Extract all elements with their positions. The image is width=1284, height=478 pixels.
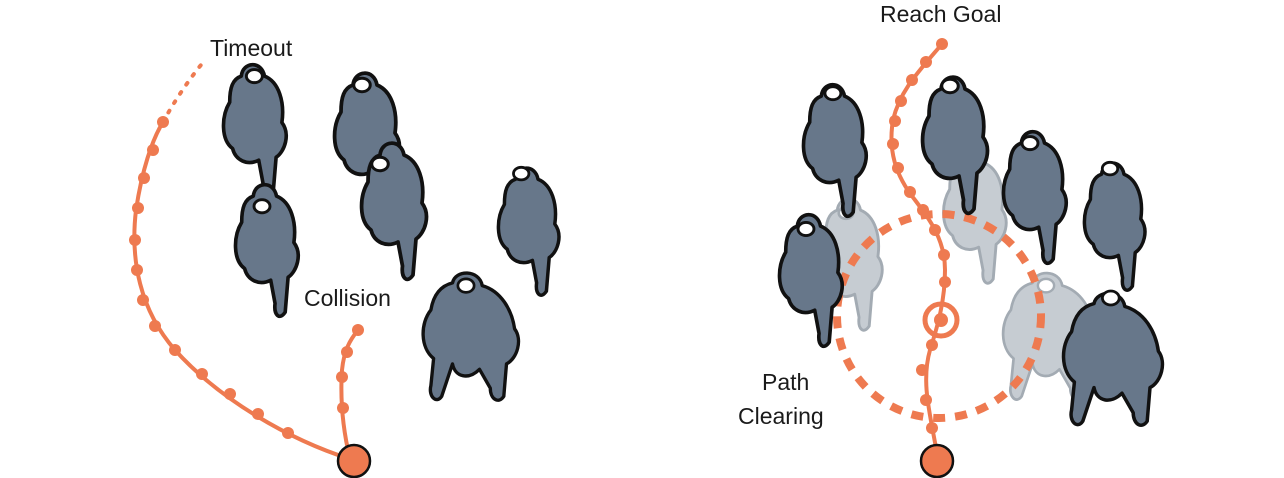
- timeout-waypoints: [129, 116, 294, 439]
- path-clearing-label-line2: Clearing: [738, 403, 824, 429]
- path-clearing-label-line1: Path: [762, 369, 809, 395]
- collision-label: Collision: [304, 285, 391, 311]
- timeout-trajectory-dotted: [161, 58, 207, 124]
- pedestrian: [359, 141, 429, 282]
- left-scene: Timeout Collision: [129, 35, 561, 478]
- left-robot-start: [336, 443, 372, 478]
- timeout-label: Timeout: [210, 35, 293, 61]
- pedestrian: [920, 75, 990, 216]
- reach-goal-label: Reach Goal: [880, 1, 1001, 27]
- right-scene: Reach Goal Path Clearing: [738, 1, 1165, 478]
- pedestrian: [1061, 289, 1165, 427]
- pedestrian-cleared: [1001, 271, 1100, 402]
- pedestrian: [496, 165, 561, 297]
- pedestrian: [777, 212, 845, 349]
- target-marker: [922, 301, 960, 339]
- pedestrian: [332, 71, 402, 212]
- timeout-trajectory: [132, 120, 352, 461]
- right-robot-start: [919, 443, 955, 478]
- pedestrian: [421, 271, 521, 402]
- goal-waypoints: [887, 38, 951, 434]
- pedestrian: [1001, 129, 1069, 266]
- pedestrian: [221, 62, 289, 199]
- collision-trajectory: [339, 328, 360, 461]
- path-clearing-ring: [833, 210, 1045, 422]
- collision-waypoints: [336, 324, 364, 414]
- pedestrian: [1082, 160, 1147, 292]
- pedestrian: [233, 182, 301, 319]
- pedestrian: [801, 82, 869, 219]
